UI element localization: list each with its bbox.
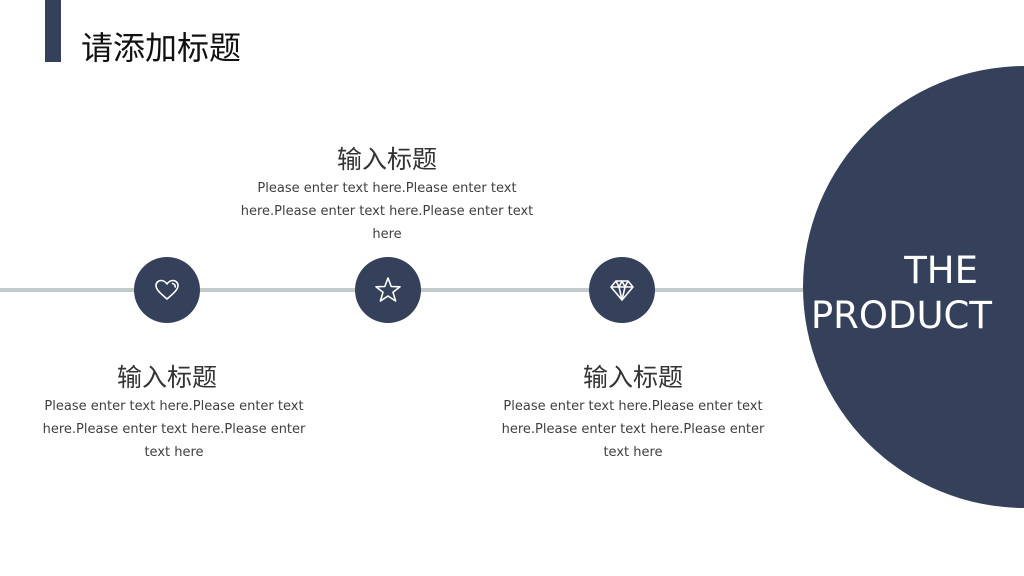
block-text: Please enter text here.Please enter text… [501,399,765,460]
timeline-node-2[interactable] [355,257,421,323]
star-icon [375,277,401,302]
text-block-left: 输入标题 Please enter text here.Please enter… [38,361,310,464]
block-title: 输入标题 [582,363,683,392]
timeline-node-1[interactable] [134,257,200,323]
block-title: 输入标题 [336,145,437,174]
block-title: 输入标题 [116,363,217,392]
page-title: 请添加标题 [81,29,242,67]
timeline-node-3[interactable] [589,257,655,323]
diamond-icon [610,280,634,301]
feature-line-1: THE [904,249,978,292]
text-block-top: 输入标题 Please enter text here.Please enter… [236,143,538,246]
block-text: Please enter text here.Please enter text… [240,181,534,242]
feature-text: THE PRODUCT [806,248,992,338]
heart-icon [155,279,179,300]
feature-line-2: PRODUCT [810,294,992,337]
title-accent-bar [45,0,61,62]
text-block-right: 输入标题 Please enter text here.Please enter… [500,361,766,464]
block-text: Please enter text here.Please enter text… [42,399,306,460]
